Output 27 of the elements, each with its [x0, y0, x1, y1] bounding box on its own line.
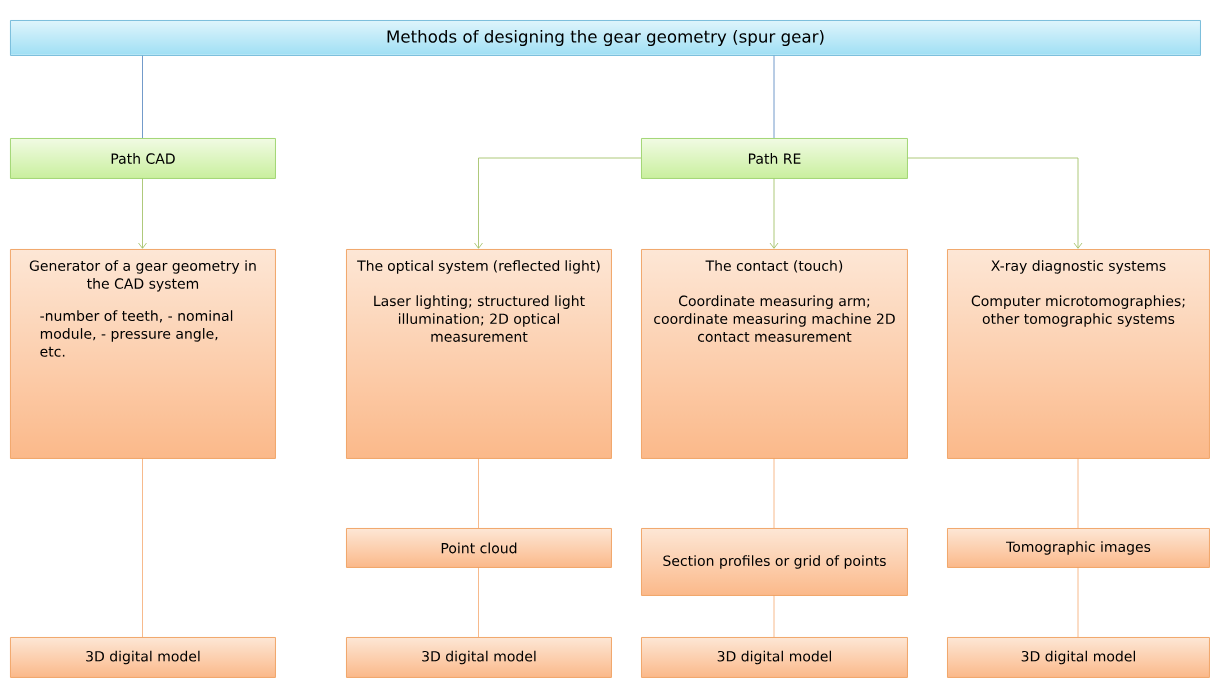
connector — [1077, 566, 1079, 638]
connector — [478, 457, 479, 529]
method-box: X-ray diagnostic systems Computer microtomographies; other tomographic systems — [947, 249, 1210, 459]
path-box: Path RE — [641, 138, 908, 179]
data-box: Section profiles or grid of points — [641, 528, 908, 596]
method-box: The optical system (reflected light) Laser lighting; structured light illumination; 2D optical measurement — [346, 249, 612, 459]
connector — [773, 594, 775, 638]
connector — [142, 54, 143, 139]
result-box: 3D digital model — [10, 637, 276, 678]
connector — [773, 457, 775, 529]
result-box: 3D digital model — [346, 637, 612, 678]
connector — [1077, 457, 1079, 529]
method-box: Generator of a gear geometry in the CAD system -number of teeth, - nominal module, - pressure angle, etc. — [10, 249, 276, 459]
method-box: The contact (touch) Coordinate measuring arm; coordinate measuring machine 2D contact measurement — [641, 249, 908, 459]
connector — [478, 566, 479, 638]
result-box: 3D digital model — [947, 637, 1210, 678]
connector — [474, 157, 642, 249]
connector — [142, 457, 143, 638]
connector — [906, 157, 1083, 249]
path-box: Path CAD — [10, 138, 276, 179]
result-box: 3D digital model — [641, 637, 908, 678]
title-box: Methods of designing the gear geometry (spur gear) — [10, 20, 1201, 56]
connector — [138, 177, 147, 249]
data-box: Tomographic images — [947, 528, 1210, 568]
data-box: Point cloud — [346, 528, 612, 568]
connector — [773, 54, 775, 139]
connector — [769, 177, 779, 249]
